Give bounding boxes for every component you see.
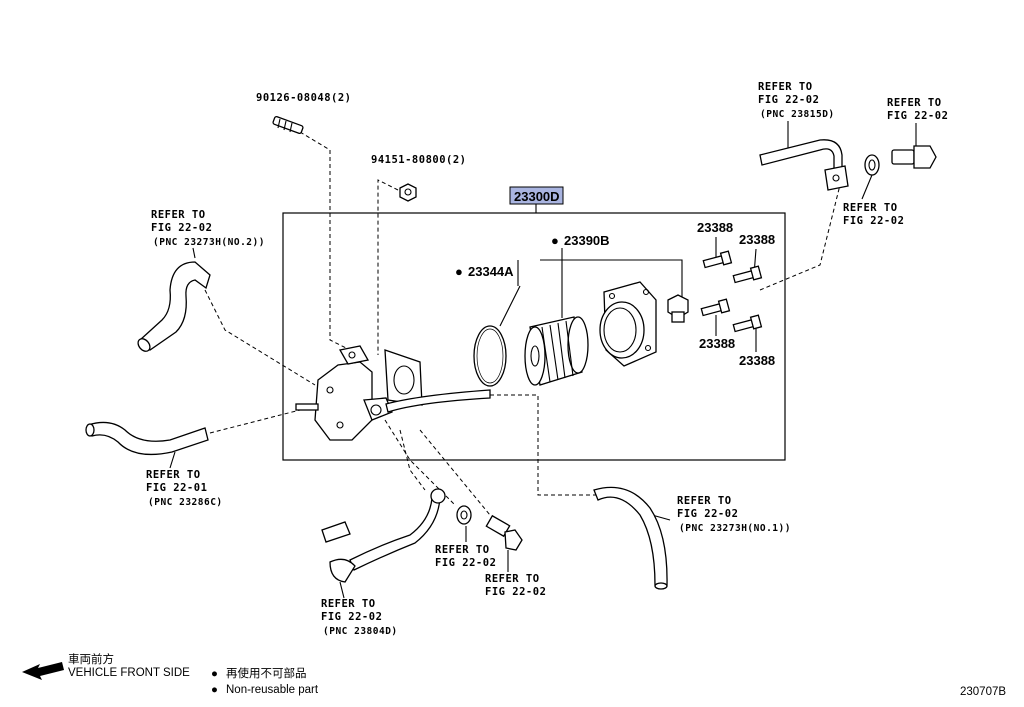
svg-text:FIG 22-02: FIG 22-02: [677, 508, 738, 520]
svg-text:REFER TO: REFER TO: [677, 495, 732, 507]
refer-label-r2[interactable]: REFER TO FIG 22-02: [887, 97, 948, 122]
part-label-23390b[interactable]: 23390B: [564, 233, 610, 248]
union-bolt-icon: [891, 145, 937, 169]
vehicle-front-en: VEHICLE FRONT SIDE: [68, 667, 190, 679]
svg-text:REFER TO: REFER TO: [146, 469, 201, 481]
svg-text:●: ●: [211, 684, 218, 696]
leader-lines: [169, 121, 917, 599]
svg-text:FIG 22-02: FIG 22-02: [843, 215, 904, 227]
refer-label-r6[interactable]: REFER TO FIG 22-02 (PNC 23273H(NO.1)): [677, 495, 791, 534]
bolt-icon: [732, 265, 763, 284]
non-reusable-jp: 再使用不可部品: [226, 666, 307, 680]
svg-text:FIG 22-02: FIG 22-02: [758, 94, 819, 106]
svg-text:REFER TO: REFER TO: [758, 81, 813, 93]
assembly-part-number[interactable]: 23300D: [514, 189, 560, 204]
refer-label-r7[interactable]: REFER TO FIG 22-02: [435, 544, 496, 569]
stud-bolt-icon: [272, 116, 304, 134]
refer-label-r3[interactable]: REFER TO FIG 22-02: [843, 202, 904, 227]
svg-text:REFER TO: REFER TO: [485, 573, 540, 585]
svg-text:FIG 22-02: FIG 22-02: [435, 557, 496, 569]
refer-label-r5[interactable]: REFER TO FIG 22-01 (PNC 23286C): [146, 469, 223, 508]
part-label-23344a[interactable]: 23344A: [468, 264, 514, 279]
svg-text:FIG 22-02: FIG 22-02: [321, 611, 382, 623]
svg-text:REFER TO: REFER TO: [435, 544, 490, 556]
bolt-icon: [702, 250, 733, 269]
refer-label-r4[interactable]: REFER TO FIG 22-02 (PNC 23273H(NO.2)): [151, 209, 265, 248]
svg-text:(PNC 23815D): (PNC 23815D): [760, 109, 835, 120]
non-reusable-bullet: ●: [551, 233, 559, 248]
hose-r5-icon: [87, 421, 209, 456]
bolt-icon: [732, 314, 763, 333]
svg-text:FIG 22-02: FIG 22-02: [887, 110, 948, 122]
svg-text:(PNC 23273H(NO.2)): (PNC 23273H(NO.2)): [153, 237, 265, 248]
hose-r6-icon: [593, 486, 668, 586]
svg-text:REFER TO: REFER TO: [151, 209, 206, 221]
left-arrow-icon: [22, 662, 64, 680]
svg-text:●: ●: [211, 668, 218, 680]
nut-icon: [399, 183, 417, 202]
assembly-frame: [282, 212, 786, 461]
refer-label-r1[interactable]: REFER TO FIG 22-02 (PNC 23815D): [758, 81, 835, 120]
vehicle-front-jp: 車両前方: [68, 652, 114, 666]
non-reusable-legend: ● 再使用不可部品 ● Non-reusable part: [211, 666, 319, 696]
svg-text:FIG 22-01: FIG 22-01: [146, 482, 207, 494]
washer-icon: [864, 154, 880, 176]
svg-text:(PNC 23804D): (PNC 23804D): [323, 626, 398, 637]
dashed-lines: [204, 131, 841, 516]
part-label-23388[interactable]: 23388: [739, 232, 775, 247]
vehicle-front-legend: 車両前方 VEHICLE FRONT SIDE: [22, 652, 190, 680]
svg-text:REFER TO: REFER TO: [887, 97, 942, 109]
part-label-23388[interactable]: 23388: [699, 336, 735, 351]
part-label-23388[interactable]: 23388: [697, 220, 733, 235]
svg-text:REFER TO: REFER TO: [843, 202, 898, 214]
part-label-94151[interactable]: 94151-80800(2): [371, 154, 467, 166]
part-label-90126[interactable]: 90126-08048(2): [256, 92, 352, 104]
hose-r4-icon: [139, 261, 211, 351]
washer-icon: [456, 505, 472, 525]
refer-label-r9[interactable]: REFER TO FIG 22-02 (PNC 23804D): [321, 598, 398, 637]
svg-text:REFER TO: REFER TO: [321, 598, 376, 610]
pipe-r1-icon: [759, 139, 849, 191]
svg-text:(PNC 23273H(NO.1)): (PNC 23273H(NO.1)): [679, 523, 791, 534]
filter-cover-icon: [599, 281, 657, 367]
part-label-23388[interactable]: 23388: [739, 353, 775, 368]
drain-plug-icon: [667, 294, 689, 323]
refer-label-r8[interactable]: REFER TO FIG 22-02: [485, 573, 546, 598]
svg-text:(PNC 23286C): (PNC 23286C): [148, 497, 223, 508]
filter-bracket-icon: [295, 345, 423, 441]
non-reusable-en: Non-reusable part: [226, 684, 319, 696]
svg-text:FIG 22-02: FIG 22-02: [151, 222, 212, 234]
pipe-icon: [385, 389, 491, 413]
filter-element-icon: [524, 316, 589, 386]
bolt-icon: [700, 298, 731, 317]
non-reusable-bullet: ●: [455, 264, 463, 279]
gasket-ring-icon: [473, 325, 507, 387]
union-bolt-icon: [485, 514, 523, 551]
figure-id: 230707B: [960, 686, 1006, 698]
gasket-ring-inner-icon: [476, 328, 504, 384]
svg-text:FIG 22-02: FIG 22-02: [485, 586, 546, 598]
pipe-r9-icon: [321, 488, 446, 583]
